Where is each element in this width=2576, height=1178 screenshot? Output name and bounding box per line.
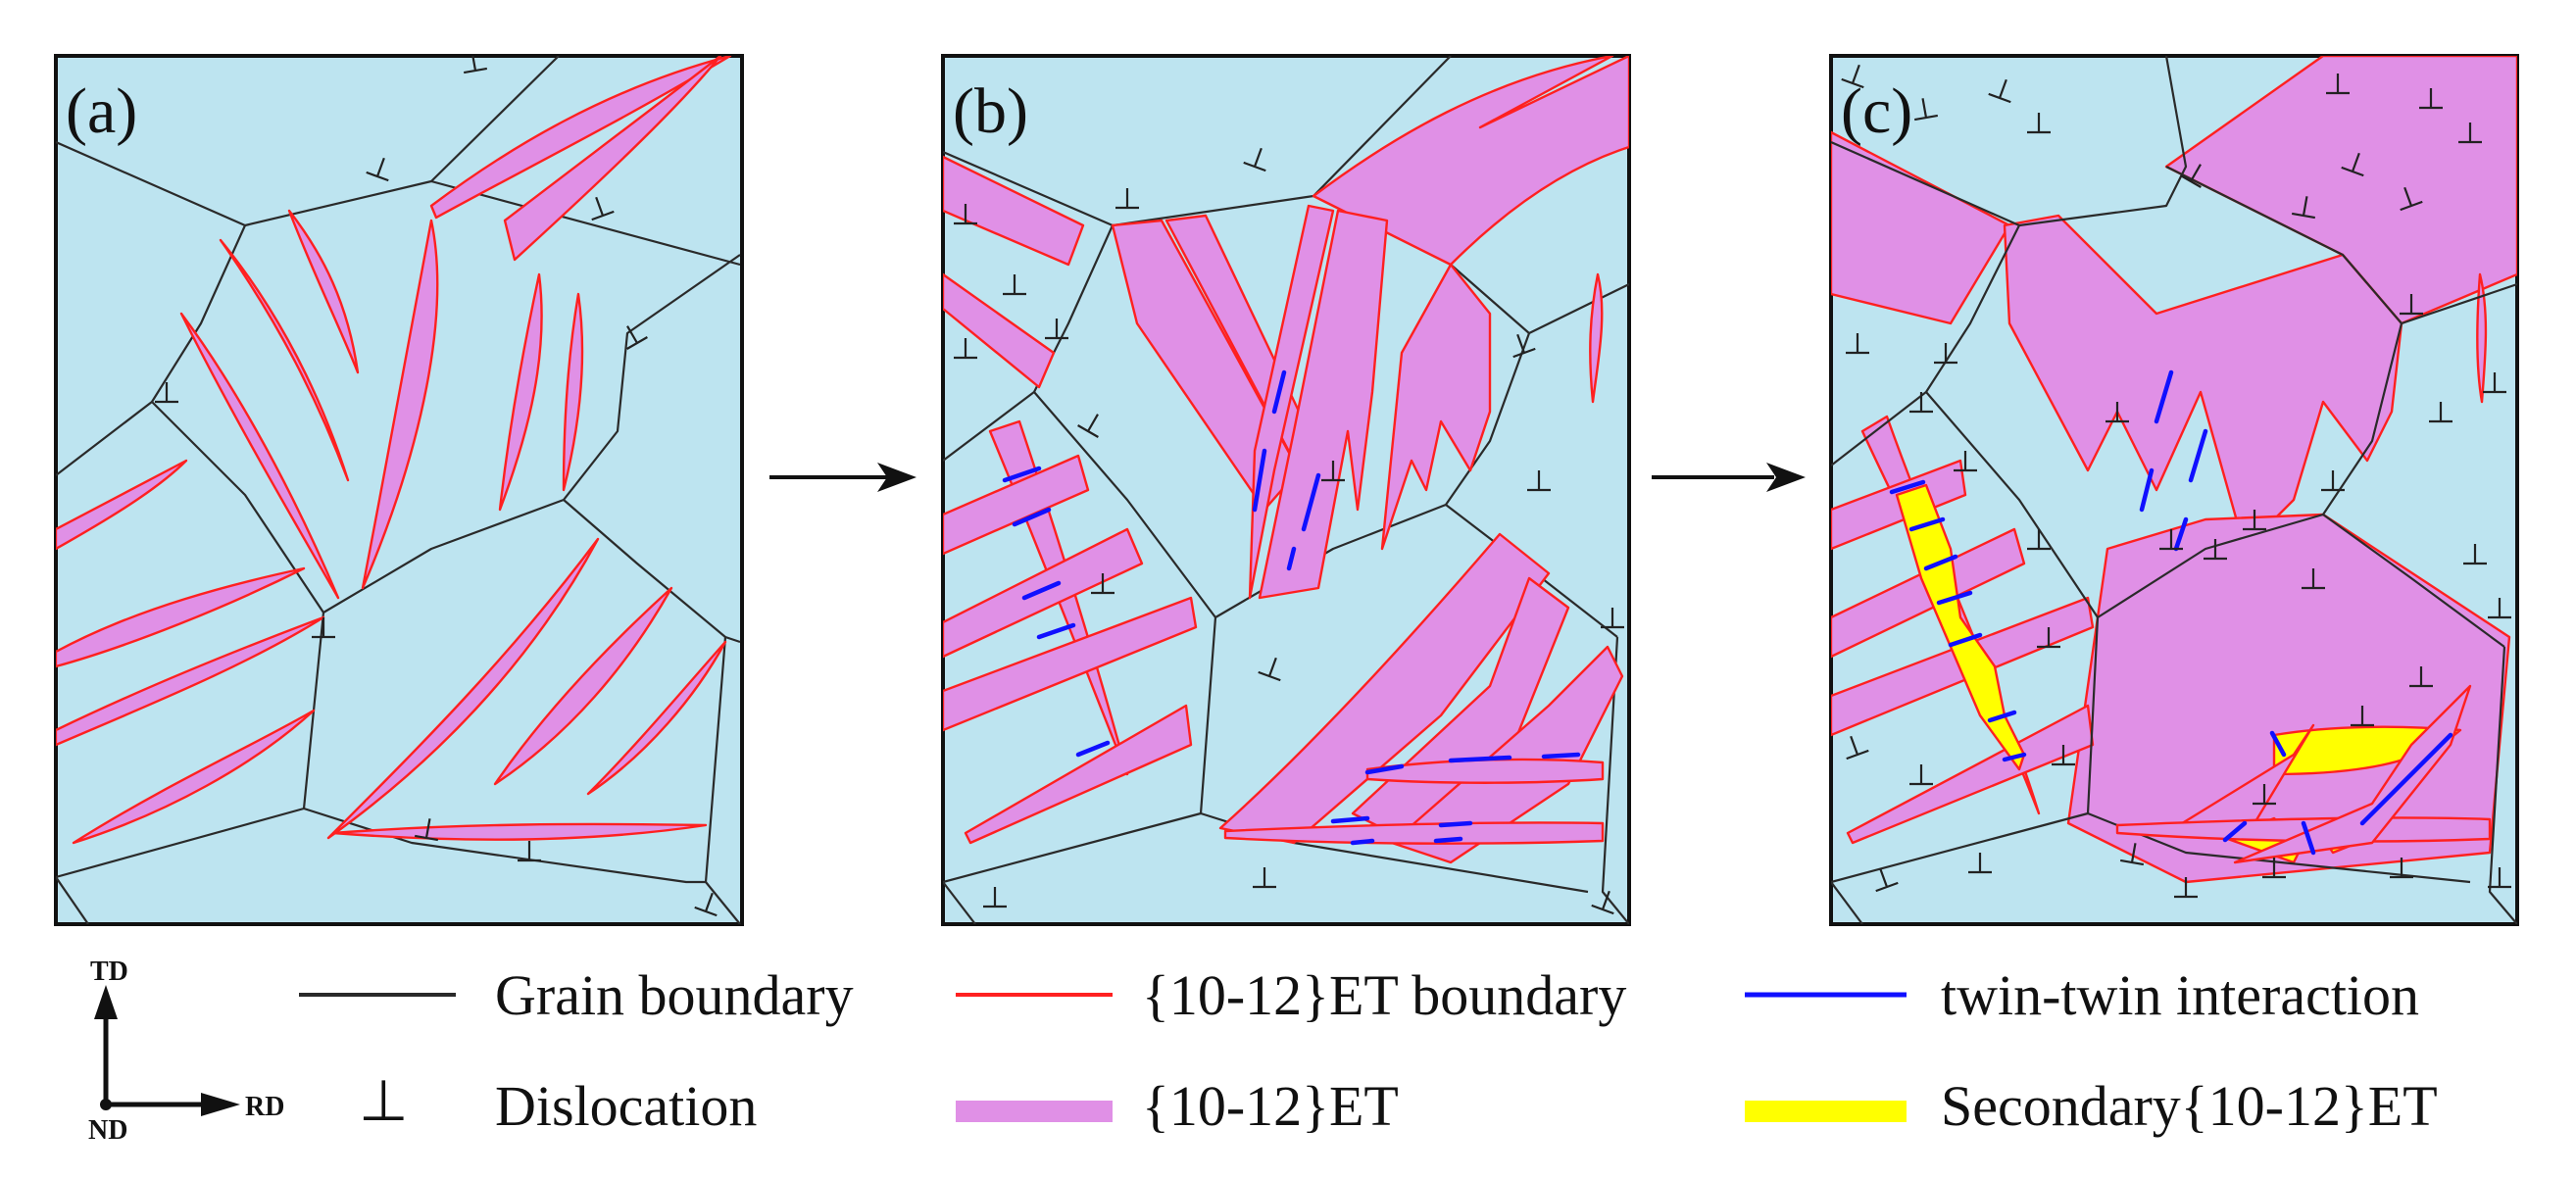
et-swatch: [956, 1101, 1113, 1122]
panel-b: (b): [941, 54, 1631, 926]
panel-a-twins: [56, 56, 732, 845]
et-boundary-label: {10-12}ET boundary: [1142, 963, 1626, 1027]
rd-axis-label: RD: [245, 1092, 284, 1122]
legend-dislocation: ⊥ Dislocation: [359, 1069, 757, 1138]
et-label: {10-12}ET: [1142, 1074, 1399, 1138]
legend-et-boundary: {10-12}ET boundary: [956, 963, 1626, 1027]
panel-b-grain-boundaries: [943, 56, 1629, 924]
sample-axes: TD RD ND: [88, 957, 284, 1146]
legend-secondary-et: Secondary{10-12}ET: [1745, 1074, 2438, 1138]
panel-c-interactions: [1889, 369, 2453, 856]
arrow-b-to-c: [1652, 463, 1806, 492]
panel-b-interactions: [1002, 369, 1581, 846]
legend: Grain boundary {10-12}ET boundary twin-t…: [299, 963, 2438, 1138]
td-axis-label: TD: [90, 957, 128, 987]
arrow-a-to-b: [769, 463, 916, 492]
legend-grain-boundary: Grain boundary: [299, 963, 854, 1027]
dislocation-label: Dislocation: [495, 1074, 757, 1138]
dislocation-symbol: ⊥: [359, 1069, 409, 1133]
secondary-et-label: Secondary{10-12}ET: [1941, 1074, 2438, 1138]
panel-c: (c): [1829, 54, 2519, 926]
panel-a: (a): [54, 54, 744, 926]
panel-b-twins: [943, 56, 1629, 864]
panel-c-label: (c): [1841, 75, 1912, 147]
grain-boundary-label: Grain boundary: [495, 963, 854, 1027]
panel-a-label: (a): [66, 75, 137, 147]
legend-twin-interaction: twin-twin interaction: [1745, 963, 2419, 1027]
panel-b-label: (b): [953, 75, 1028, 147]
panel-c-grain-boundaries: [1831, 56, 2517, 924]
secondary-et-swatch: [1745, 1101, 1907, 1122]
legend-et: {10-12}ET: [956, 1074, 1399, 1138]
twin-interaction-label: twin-twin interaction: [1941, 963, 2419, 1027]
nd-axis-label: ND: [88, 1115, 127, 1146]
panel-a-grain-boundaries: [56, 56, 741, 924]
